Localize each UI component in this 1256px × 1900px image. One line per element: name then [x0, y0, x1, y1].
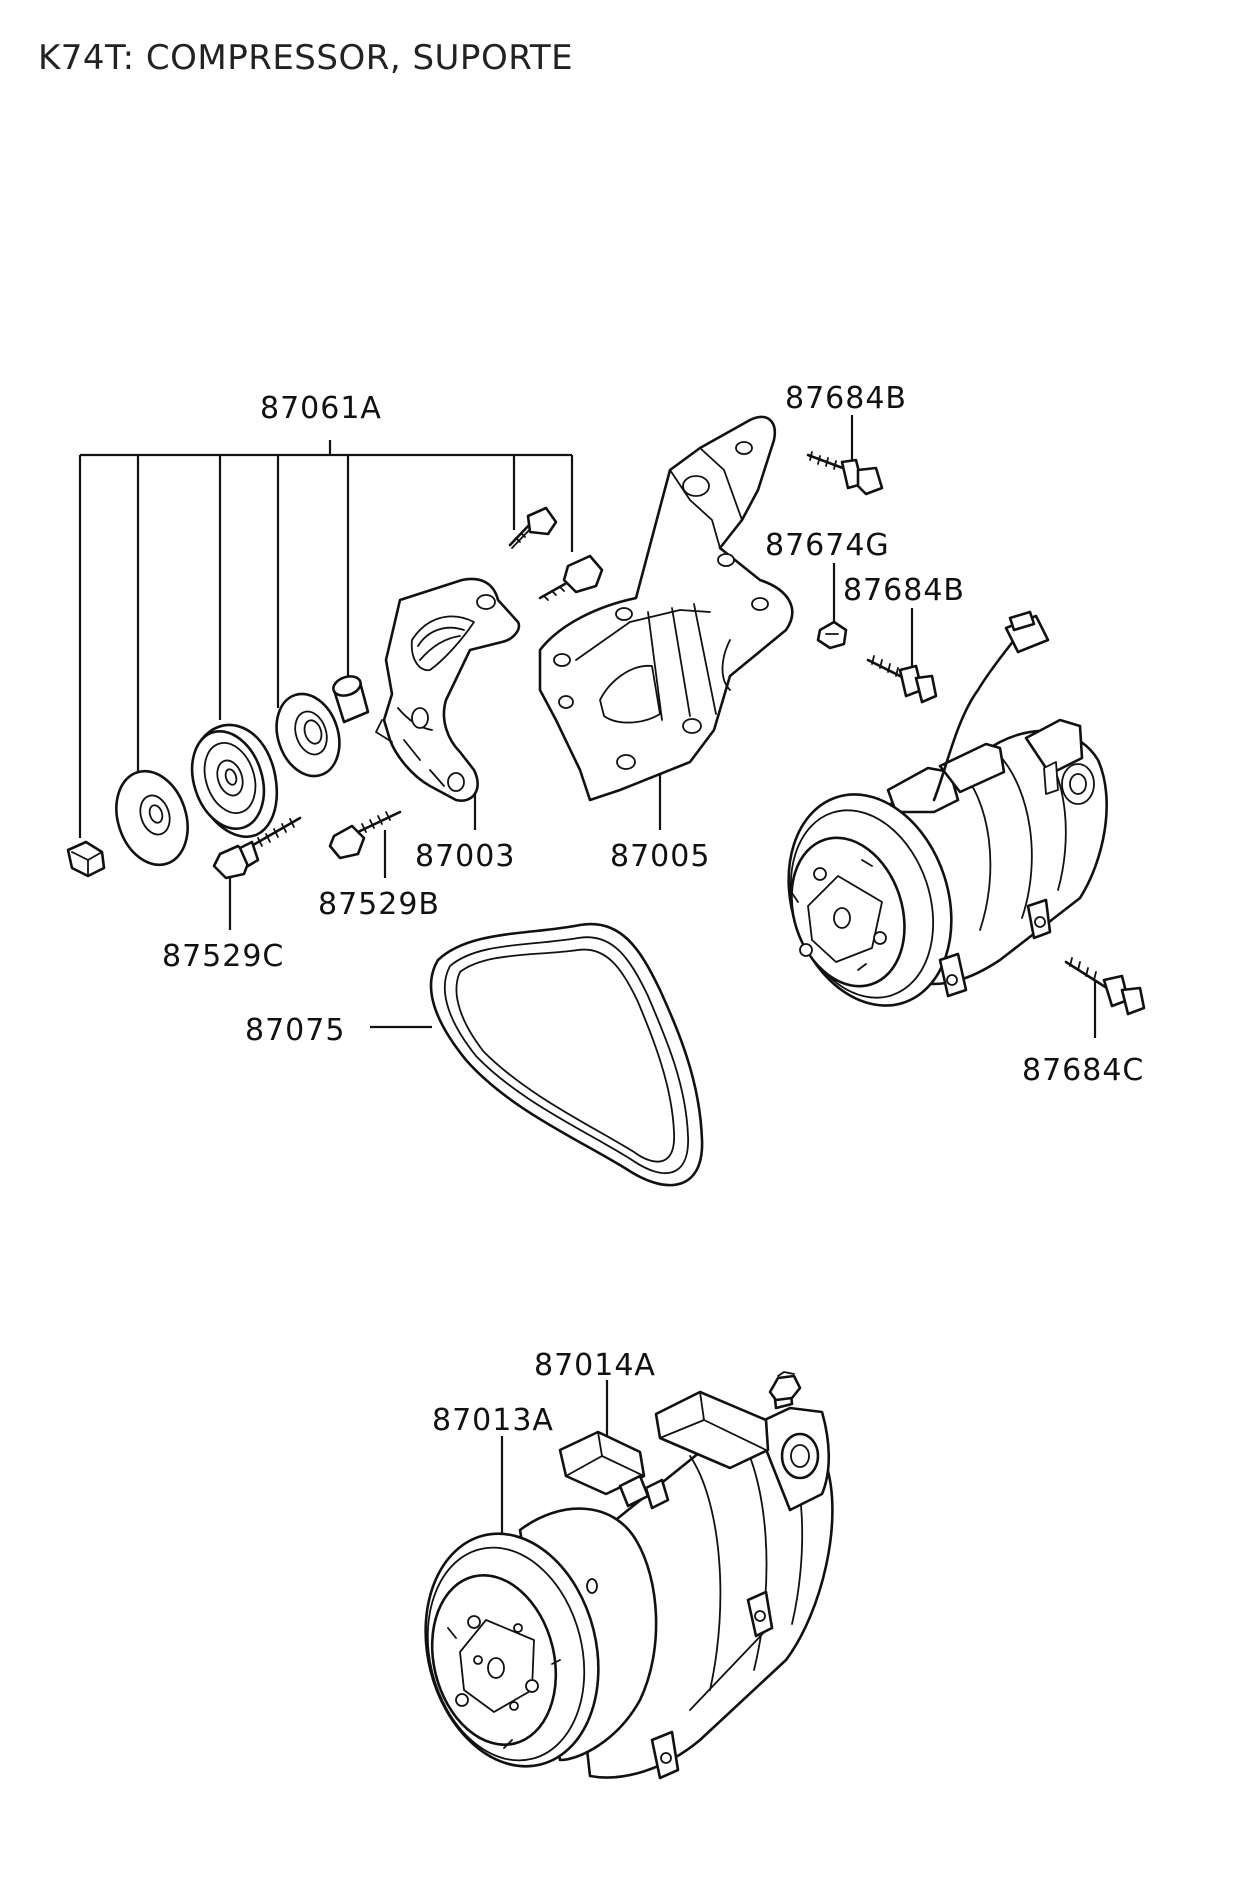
label-87684B-top: 87684B [785, 381, 907, 416]
label-87003: 87003 [415, 839, 515, 874]
label-87075: 87075 [245, 1013, 345, 1048]
bolt-87684B-mid [866, 655, 938, 704]
bolt-87684C [1064, 957, 1146, 1016]
bolt-87529C [212, 816, 302, 880]
bolt-87529B [328, 810, 402, 860]
compressor-upper [787, 610, 1108, 1007]
idler-pulley [190, 723, 279, 839]
label-87014A: 87014A [534, 1348, 656, 1383]
label-87529B: 87529B [318, 887, 440, 922]
drive-belt-87075 [429, 922, 704, 1187]
pulley-washer [115, 769, 189, 867]
spacer-washer [275, 692, 341, 778]
washer-87674G [816, 620, 848, 650]
label-87005: 87005 [610, 839, 710, 874]
bolt-87684B-top [806, 451, 884, 496]
tensioner-bracket-87003 [375, 577, 521, 802]
compressor-bracket-87005 [538, 415, 794, 802]
label-87684B-mid: 87684B [843, 573, 965, 608]
adjust-bolt [508, 506, 558, 549]
label-87013A: 87013A [432, 1403, 554, 1438]
label-87684C: 87684C [1022, 1053, 1144, 1088]
label-87061A: 87061A [260, 391, 382, 426]
hex-nut [66, 840, 106, 878]
label-87674G: 87674G [765, 528, 890, 563]
label-87529C: 87529C [162, 939, 284, 974]
page-title: K74T: COMPRESSOR, SUPORTE [38, 38, 574, 78]
collar [332, 675, 370, 724]
stud-nut [538, 554, 604, 601]
compressor-lower [424, 1371, 834, 1780]
